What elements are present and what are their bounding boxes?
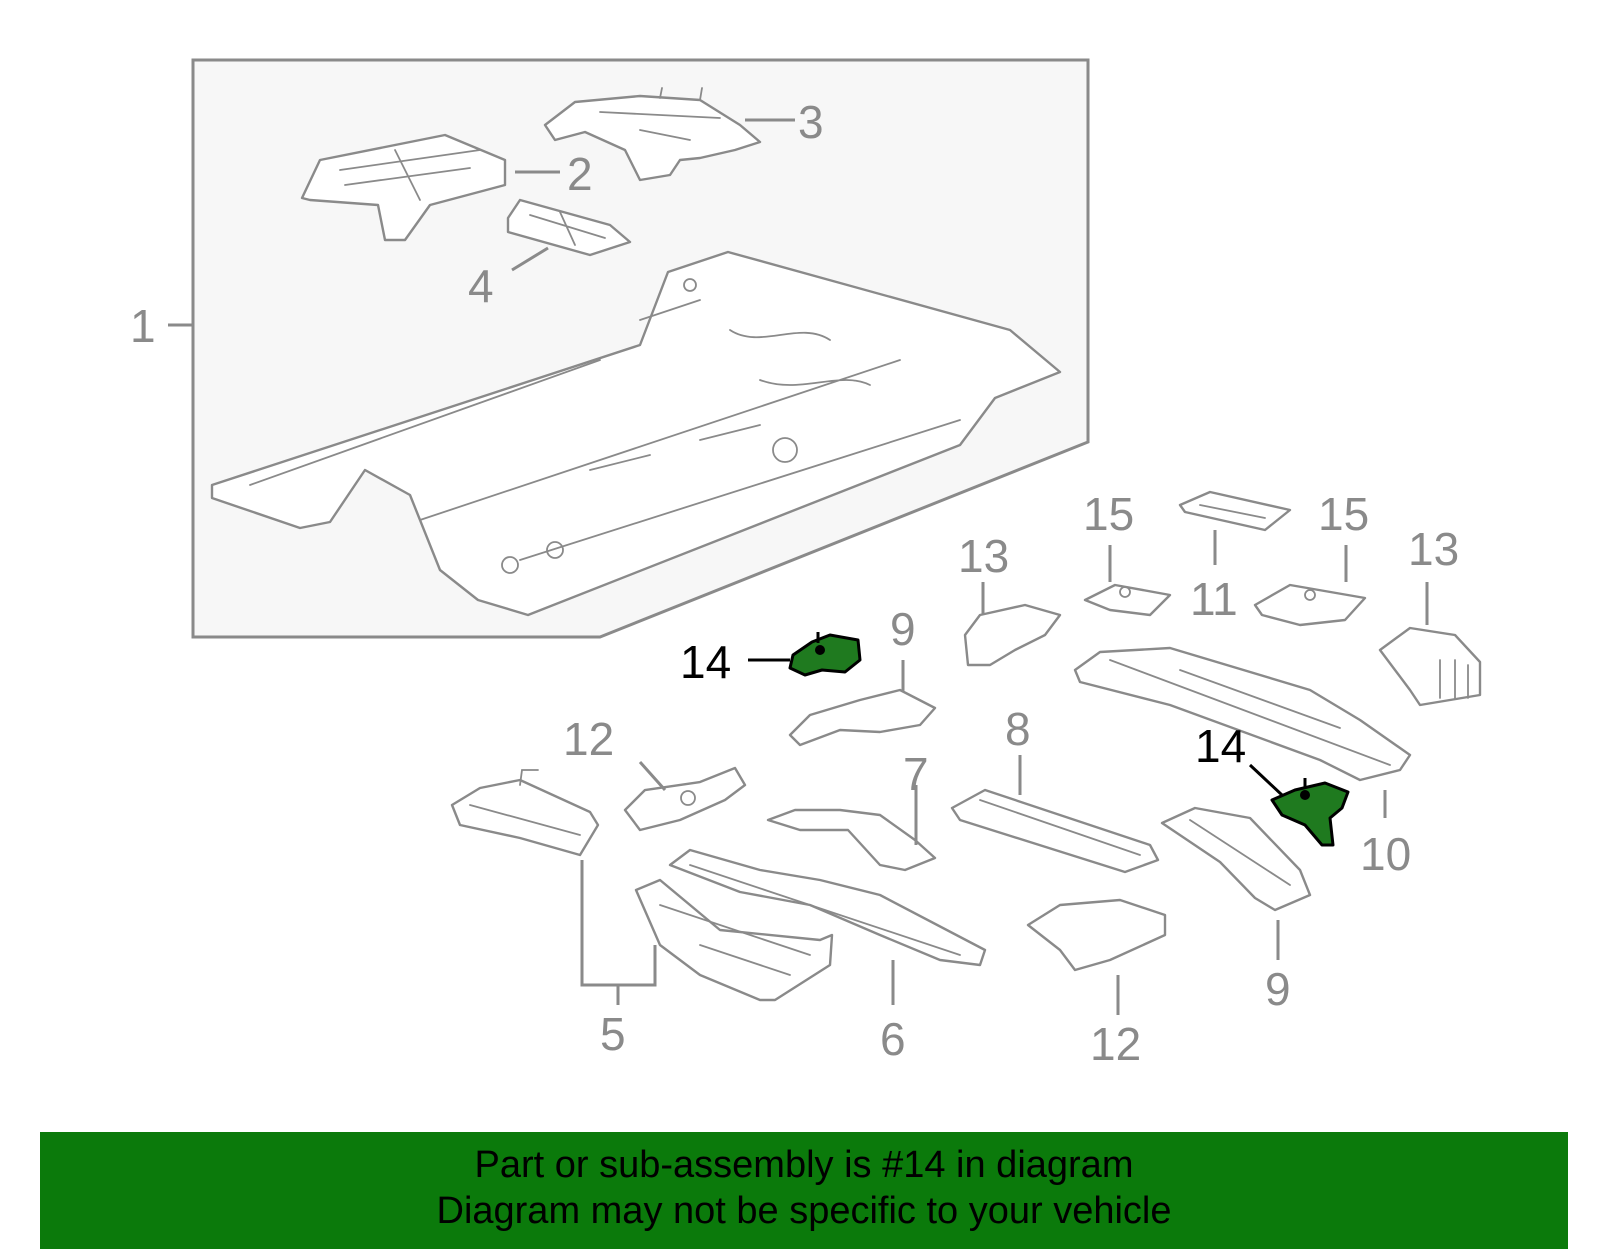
part-15-right	[1253, 583, 1367, 627]
callout-1: 1	[130, 300, 156, 352]
callout-12-lower: 12	[1090, 1018, 1141, 1070]
part-13-left	[963, 603, 1062, 667]
leader-lines	[168, 118, 1429, 1015]
callout-7: 7	[903, 748, 929, 800]
callout-11: 11	[1190, 573, 1238, 625]
callout-4: 4	[468, 260, 494, 312]
part-13-right	[1378, 626, 1482, 707]
part-14-highlight-right	[1270, 778, 1350, 847]
callout-15-right: 15	[1318, 488, 1369, 540]
callout-15-left: 15	[1083, 488, 1134, 540]
callout-8: 8	[1005, 703, 1031, 755]
callout-10: 10	[1360, 828, 1411, 880]
callout-14-right: 14	[1195, 720, 1246, 772]
part-15-left	[1083, 583, 1172, 617]
part-3	[543, 87, 762, 182]
part-12-left	[623, 766, 747, 832]
callout-9-upper: 9	[890, 603, 916, 655]
banner-line-1: Part or sub-assembly is #14 in diagram	[474, 1144, 1134, 1186]
callout-13-left: 13	[958, 530, 1009, 582]
info-banner: Part or sub-assembly is #14 in diagram D…	[40, 1132, 1568, 1249]
callout-2: 2	[567, 148, 593, 200]
callout-6: 6	[880, 1013, 906, 1065]
part-8	[950, 788, 1160, 874]
callout-14-left: 14	[680, 636, 731, 688]
part-5	[450, 769, 834, 1002]
part-7	[766, 808, 937, 872]
callout-13-right: 13	[1408, 523, 1459, 575]
part-2	[300, 133, 507, 242]
part-12-lower	[1026, 898, 1167, 972]
callout-5: 5	[600, 1008, 626, 1060]
callout-9-lower: 9	[1265, 963, 1291, 1015]
part-6	[668, 848, 987, 967]
callout-3: 3	[798, 96, 824, 148]
part-9-lower	[1160, 806, 1312, 912]
floor-pan-part	[210, 250, 1062, 617]
part-4	[506, 198, 632, 257]
part-11	[1178, 490, 1292, 532]
part-10	[1073, 646, 1412, 782]
callout-12-left: 12	[563, 713, 614, 765]
part-14-highlight-left	[788, 632, 862, 677]
banner-line-2: Diagram may not be specific to your vehi…	[436, 1190, 1172, 1232]
part-9-upper	[788, 688, 937, 747]
